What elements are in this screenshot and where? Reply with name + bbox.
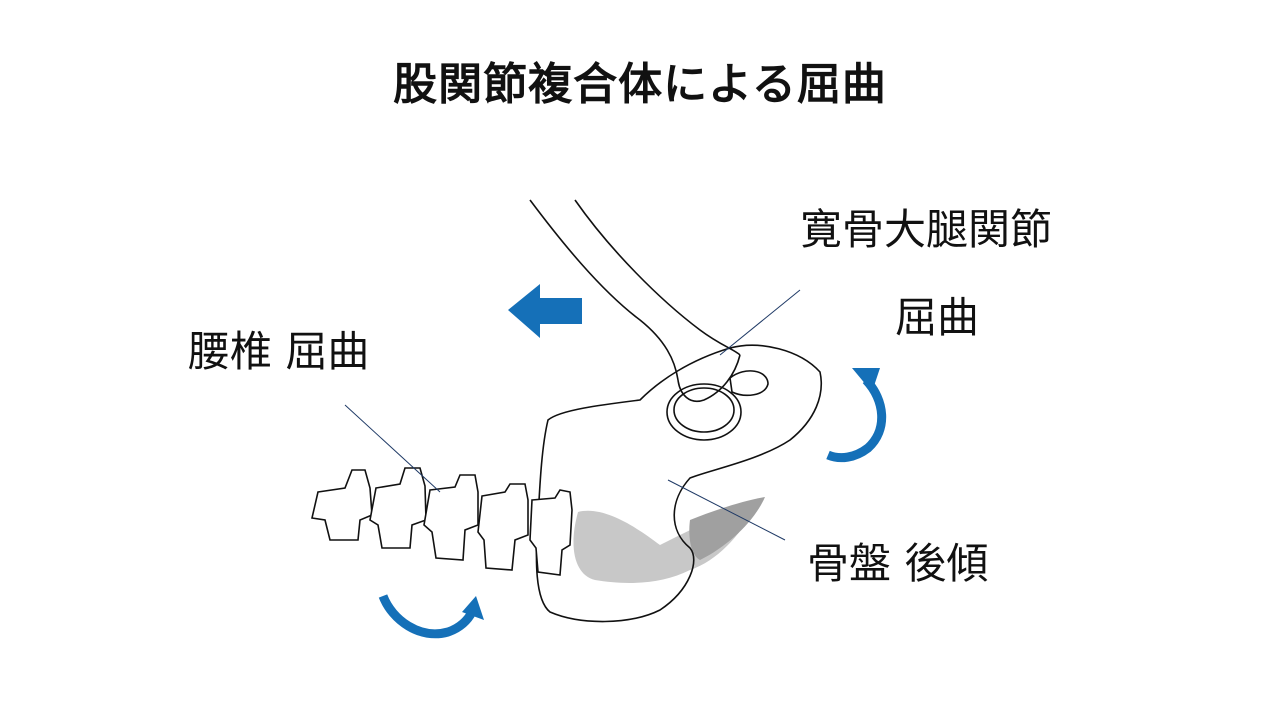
pelvis-shading-dark xyxy=(689,497,765,560)
rotation-arrow-icon xyxy=(378,594,484,639)
acetabulum xyxy=(666,383,742,441)
lumbar-spine xyxy=(311,467,573,576)
vertebra-4 xyxy=(477,483,529,571)
pelvis-outline xyxy=(535,344,822,623)
label-pelvis-tilt: 骨盤 後傾 xyxy=(807,539,989,588)
vertebra-3 xyxy=(423,474,479,561)
vertebra-5 xyxy=(529,489,573,576)
page-title: 股関節複合体による屈曲 xyxy=(393,59,887,110)
femur xyxy=(529,199,741,381)
rotation-arrow-icon xyxy=(826,368,887,463)
vertebra-2 xyxy=(369,467,427,549)
obturator-notch xyxy=(729,370,769,397)
femur-neck xyxy=(677,354,741,402)
vertebra-1 xyxy=(311,469,373,541)
leader-pelvis xyxy=(667,479,786,541)
label-lumbar-flexion: 腰椎 屈曲 xyxy=(188,327,370,376)
arrow-left-icon xyxy=(508,284,582,338)
leader-lumbar xyxy=(344,404,441,493)
label-hip-flexion: 屈曲 xyxy=(895,293,980,342)
leader-hip xyxy=(719,289,801,356)
label-hip-joint: 寛骨大腿関節 xyxy=(800,205,1053,254)
